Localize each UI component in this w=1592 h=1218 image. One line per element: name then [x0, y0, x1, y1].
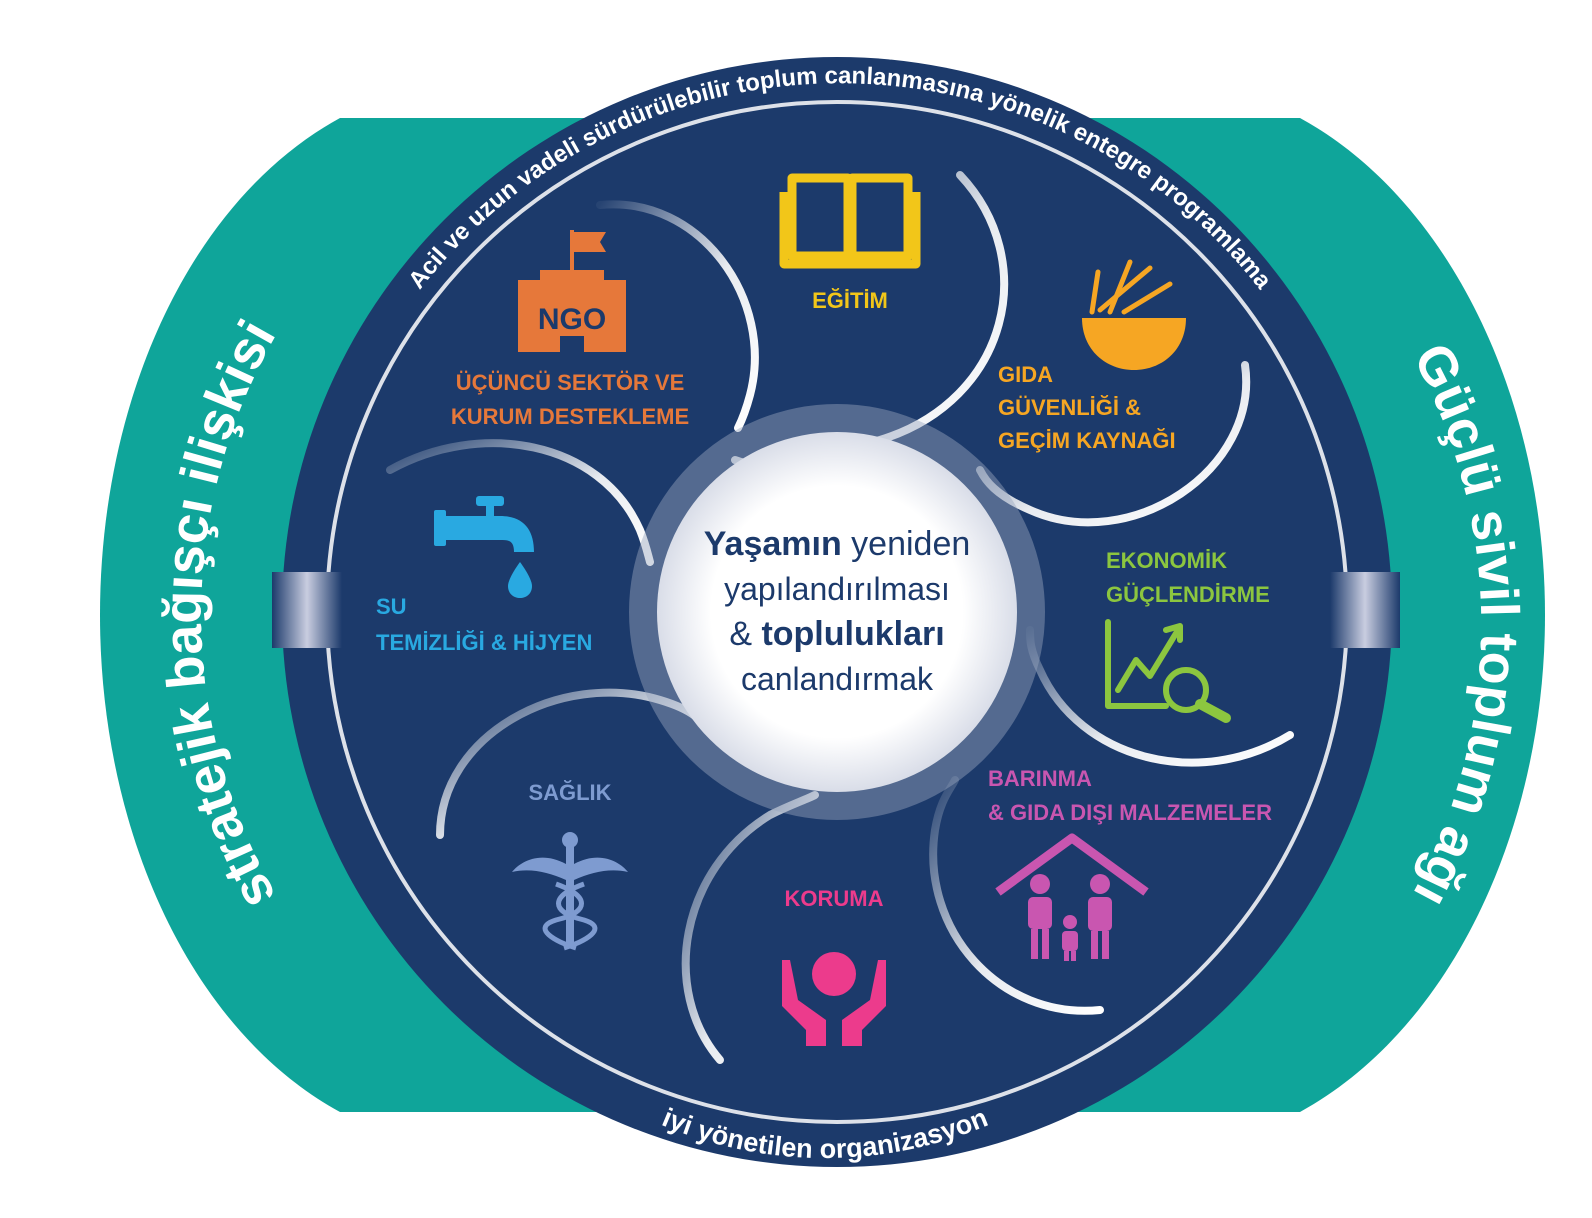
center-line-1-bold: Yaşamın: [704, 525, 842, 563]
caduceus-icon: [512, 832, 628, 951]
sector-ekonomik-label-1: EKONOMİK: [1106, 548, 1227, 573]
wheat-bowl-icon: [1082, 259, 1186, 370]
book-icon: [779, 173, 921, 269]
sector-gida-label-1: GIDA: [998, 362, 1053, 387]
center-circle: [657, 432, 1017, 792]
family-shelter-icon: [995, 833, 1149, 961]
sector-barinma-label-2: & GIDA DIŞI MALZEMELER: [988, 800, 1272, 825]
sector-su-label-1: SU: [376, 594, 407, 619]
swirl-3: [1026, 626, 1294, 767]
chart-magnifier-icon: [1105, 619, 1231, 723]
sector-egitim: EĞİTİM: [779, 173, 921, 313]
left-connector-tab: [272, 572, 342, 648]
sector-gida-label-3: GEÇİM KAYNAĞI: [998, 428, 1176, 453]
sector-ekonomik-label-2: GÜÇLENDİRME: [1106, 582, 1270, 607]
center-line-3: & toplulukları: [729, 615, 944, 653]
right-connector-tab: [1330, 572, 1400, 648]
sector-ekonomik: EKONOMİK GÜÇLENDİRME: [1105, 548, 1270, 723]
swirl-2: [976, 361, 1251, 527]
sector-koruma-label: KORUMA: [785, 886, 884, 911]
sector-saglik-label: SAĞLIK: [528, 780, 611, 805]
center-line-1: Yaşamın yeniden: [704, 525, 971, 563]
sector-su: SU TEMİZLİĞİ & HİJYEN: [376, 496, 592, 655]
protect-hands-icon: [782, 952, 886, 1046]
center-message: Yaşamın yeniden yapılandırılması & toplu…: [704, 525, 971, 697]
swirl-6: [436, 688, 699, 839]
sector-egitim-label: EĞİTİM: [812, 288, 888, 313]
swirl-5: [681, 791, 819, 1064]
center-line-1-rest: yeniden: [842, 525, 971, 563]
swirl-4: [929, 776, 1104, 1015]
sector-gida: GIDA GÜVENLİĞİ & GEÇİM KAYNAĞI: [998, 259, 1186, 453]
center-line-3-prefix: &: [729, 615, 761, 653]
center-line-3-bold: toplulukları: [761, 615, 944, 653]
sector-koruma: KORUMA: [782, 886, 886, 1046]
center-line-4: canlandırmak: [741, 661, 934, 697]
sector-barinma-label-1: BARINMA: [988, 766, 1092, 791]
ngo-badge-text: NGO: [538, 303, 606, 336]
sector-su-label-2: TEMİZLİĞİ & HİJYEN: [376, 630, 592, 655]
center-line-2: yapılandırılması: [724, 571, 950, 607]
sector-ucuncu-label-2: KURUM DESTEKLEME: [451, 404, 689, 429]
sector-ucuncu-label-1: ÜÇÜNCÜ SEKTÖR VE: [456, 370, 685, 395]
sector-saglik: SAĞLIK: [512, 780, 628, 951]
water-tap-icon: [434, 496, 534, 598]
sector-barinma: BARINMA & GIDA DIŞI MALZEMELER: [988, 766, 1272, 961]
sector-ucuncu: NGO ÜÇÜNCÜ SEKTÖR VE KURUM DESTEKLEME: [451, 230, 689, 429]
sector-gida-label-2: GÜVENLİĞİ &: [998, 395, 1141, 420]
swirl-7: [386, 439, 654, 566]
swirl-8: [596, 200, 759, 432]
ngo-building-icon: NGO: [518, 230, 626, 352]
